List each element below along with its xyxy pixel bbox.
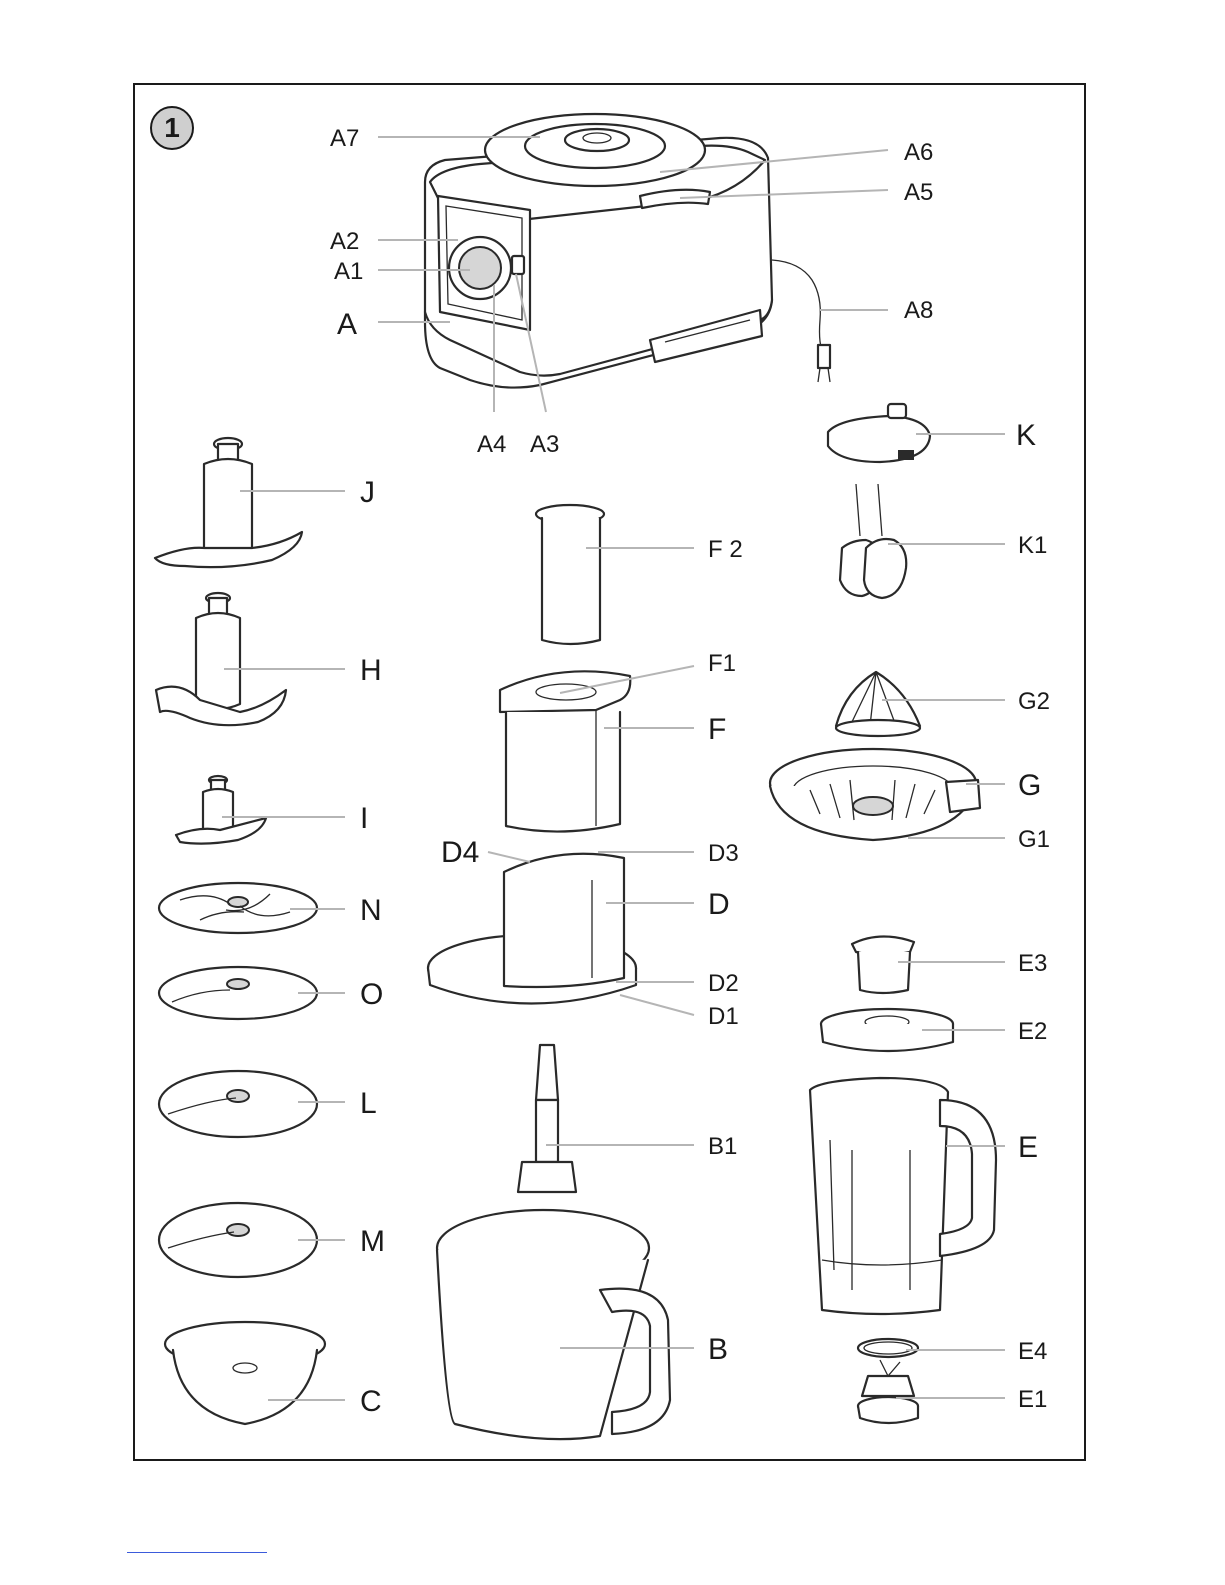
mixing-bowl-drawing [437,1210,670,1439]
blade-unit-drawing [858,1360,918,1423]
label-L: L [360,1087,377,1120]
footer-underline [127,1552,267,1553]
label-D2: D2 [708,970,739,997]
label-K1: K1 [1018,532,1047,559]
label-D4: D4 [441,836,479,869]
label-E: E [1018,1131,1038,1164]
julienne-disc-drawing [159,1203,317,1277]
slicing-disc-drawing [159,967,317,1019]
label-G: G [1018,769,1041,802]
label-E3: E3 [1018,950,1047,977]
motor-unit-drawing [425,114,830,388]
label-K: K [1016,419,1036,452]
label-A3: A3 [530,431,559,458]
chopping-blade-drawing [156,593,286,725]
label-A4: A4 [477,431,506,458]
blender-jug-drawing [810,1078,996,1314]
label-A8: A8 [904,297,933,324]
label-D1: D1 [708,1003,739,1030]
label-B1: B1 [708,1133,737,1160]
small-pusher-drawing [536,505,604,644]
measuring-cup-drawing [852,936,914,993]
label-A6: A6 [904,139,933,166]
label-A2: A2 [330,228,359,255]
label-A5: A5 [904,179,933,206]
label-C: C [360,1385,382,1418]
beaters-drawing [840,484,906,598]
coarse-grating-disc-drawing [159,1071,317,1137]
sealing-ring-drawing [858,1339,918,1357]
label-A7: A7 [330,125,359,152]
large-pusher-drawing [500,671,630,831]
label-E4: E4 [1018,1338,1047,1365]
label-A: A [337,308,357,341]
beater-drive-drawing [828,404,930,462]
label-F2: F 2 [708,536,743,563]
kneading-tool-drawing [155,438,302,567]
label-D: D [708,888,730,921]
label-F: F [708,713,726,746]
label-O: O [360,978,383,1011]
label-J: J [360,476,375,509]
label-N: N [360,894,382,927]
juicer-bowl-drawing [770,749,980,840]
label-F1: F1 [708,650,736,677]
label-B: B [708,1333,728,1366]
label-H: H [360,654,382,687]
citrus-cone-drawing [836,672,920,736]
label-G2: G2 [1018,688,1050,715]
label-E1: E1 [1018,1386,1047,1413]
label-I: I [360,802,368,835]
bowl-lid-drawing [428,854,636,1004]
label-D3: D3 [708,840,739,867]
label-M: M [360,1225,385,1258]
drive-shaft-drawing [518,1045,576,1192]
mini-blade-drawing [176,776,266,844]
disc-holder-drawing [165,1322,325,1424]
label-E2: E2 [1018,1018,1047,1045]
label-G1: G1 [1018,826,1050,853]
label-A1: A1 [334,258,363,285]
